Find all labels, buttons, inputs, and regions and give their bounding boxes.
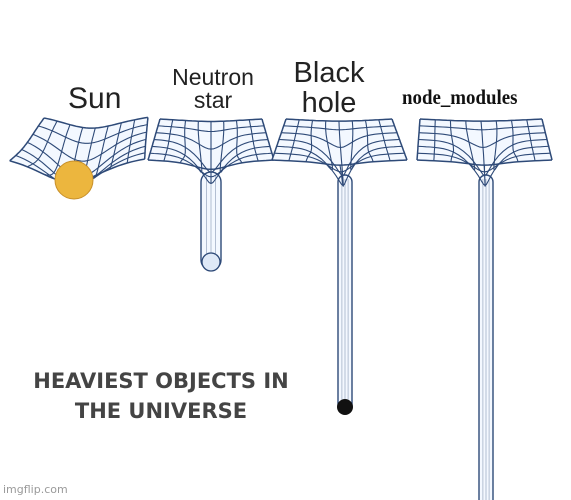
sun-sphere-icon [54, 160, 94, 200]
neutron-star-sphere-icon [201, 252, 221, 272]
label-sun: Sun [68, 82, 122, 115]
label-node-modules: node_modules [402, 85, 518, 109]
watermark: imgflip.com [3, 483, 68, 496]
neutron-star-spacetime-grid [147, 118, 275, 271]
label-black-hole: Black hole [293, 57, 365, 119]
node-modules-spacetime-grid [416, 118, 553, 500]
black-hole-spacetime-grid [271, 118, 408, 413]
label-neutron-star: Neutron star [172, 64, 254, 113]
black-hole-sphere-icon [337, 399, 353, 415]
caption-heaviest-objects: HEAVIEST OBJECTS IN THE UNIVERSE [33, 369, 289, 423]
